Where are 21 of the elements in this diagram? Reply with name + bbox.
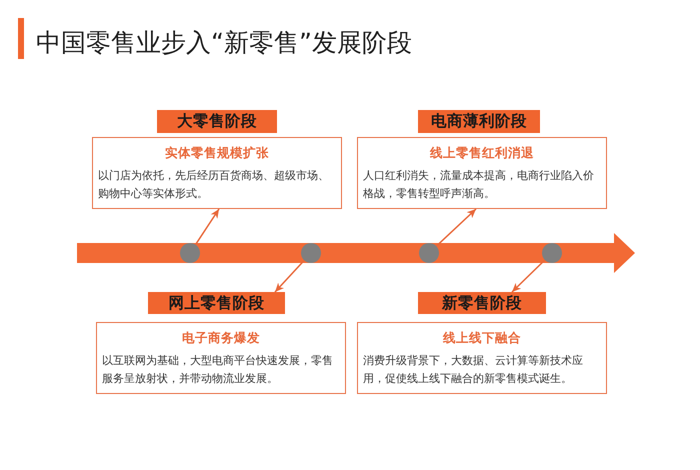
content-box <box>357 322 607 394</box>
content-box <box>92 137 342 209</box>
stage-header: 新零售阶段 <box>418 292 546 314</box>
description-text: 以门店为依托，先后经历百货商场、超级市场、购物中心等实体形式。 <box>98 168 330 202</box>
stage-header: 大零售阶段 <box>157 110 277 133</box>
arrow <box>274 260 305 292</box>
content-box <box>357 137 607 209</box>
stage-header: 电商薄利阶段 <box>418 110 540 133</box>
arrow <box>511 259 546 293</box>
box-heading: 电子商务爆发 <box>181 329 261 347</box>
stage-header: 网上零售阶段 <box>148 292 285 314</box>
page-title: 中国零售业步入“新零售”发展阶段 <box>36 27 412 59</box>
description-text: 以互联网为基础，大型电商平台快速发展，零售服务呈放射状，并带动物流业发展。 <box>102 353 334 386</box>
description-text: 消费升级背景下，大数据、云计算等新技术应用，促使线上线下融合的新零售模式诞生。 <box>363 353 584 386</box>
description-text: 人口红利消失，流量成本提高，电商行业陷入价格战，零售转型呼声渐高。 <box>363 168 595 202</box>
arrow <box>436 208 477 247</box>
box-heading: 线上零售红利消退 <box>428 144 535 162</box>
box-heading: 实体零售规模扩张 <box>164 144 270 162</box>
arrow <box>194 208 220 246</box>
box-heading: 线上线下融合 <box>442 329 522 347</box>
content-box <box>96 322 346 394</box>
